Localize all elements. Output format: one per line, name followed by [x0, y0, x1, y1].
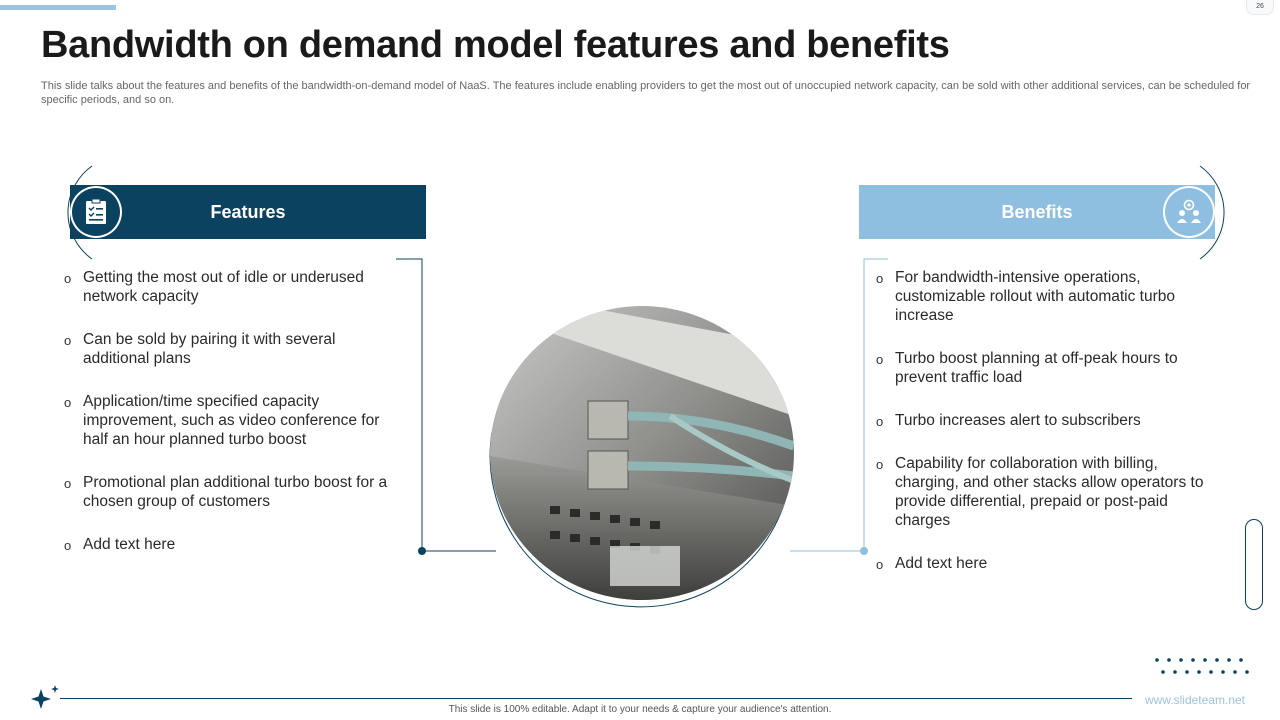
- list-item: o Getting the most out of idle or underus…: [64, 268, 404, 306]
- list-item: o Application/time specified capacity imp…: [64, 392, 404, 449]
- list-item-text[interactable]: Add text here: [895, 555, 988, 572]
- decorative-pill: [1245, 519, 1263, 610]
- list-item-text: Promotional plan additional turbo boost …: [83, 474, 388, 510]
- features-header-label: Features: [210, 201, 286, 222]
- benefits-header: Benefits: [859, 185, 1215, 239]
- checklist-board-icon: [70, 186, 122, 238]
- bullet-icon: o: [876, 271, 884, 286]
- list-item: o For bandwidth-intensive operations, cus…: [876, 268, 1216, 325]
- list-item: o Can be sold by pairing it with several …: [64, 330, 404, 368]
- benefits-header-label: Benefits: [1001, 201, 1073, 222]
- bullet-icon: o: [876, 557, 884, 572]
- footer-website-link[interactable]: www.slideteam.net: [1144, 693, 1245, 707]
- list-item-text[interactable]: Add text here: [83, 536, 176, 553]
- top-accent-bar: [0, 5, 116, 10]
- decorative-dots: [1155, 658, 1249, 674]
- bullet-icon: o: [64, 476, 72, 491]
- list-item-text: Turbo boost planning at off-peak hours t…: [895, 350, 1178, 386]
- bullet-icon: o: [876, 457, 884, 472]
- list-item: o Promotional plan additional turbo boost…: [64, 473, 404, 511]
- list-item: o Capability for collaboration with billi…: [876, 454, 1216, 530]
- list-item: o Turbo increases alert to subscribers: [876, 411, 1216, 430]
- page-title: Bandwidth on demand model features and b…: [41, 24, 950, 66]
- page-subtitle: This slide talks about the features and …: [41, 80, 1251, 106]
- list-item[interactable]: o Add text here: [876, 554, 1216, 573]
- list-item-text: Getting the most out of idle or underuse…: [83, 269, 364, 305]
- sparkle-star-icon: [31, 685, 59, 709]
- list-item[interactable]: o Add text here: [64, 535, 404, 554]
- list-item: o Turbo boost planning at off-peak hours …: [876, 349, 1216, 387]
- bullet-icon: o: [64, 538, 72, 553]
- page-number: 26: [1246, 0, 1274, 15]
- list-item-text: Turbo increases alert to subscribers: [895, 412, 1141, 429]
- list-item-text: For bandwidth-intensive operations, cust…: [895, 269, 1175, 324]
- benefits-list: o For bandwidth-intensive operations, cus…: [876, 268, 1216, 597]
- list-item-text: Capability for collaboration with billin…: [895, 455, 1204, 529]
- bullet-icon: o: [876, 414, 884, 429]
- footer-divider: [60, 698, 1132, 699]
- list-item-text: Can be sold by pairing it with several a…: [83, 331, 336, 367]
- list-item-text: Application/time specified capacity impr…: [83, 393, 380, 448]
- bullet-icon: o: [64, 395, 72, 410]
- team-settings-icon: [1163, 186, 1215, 238]
- features-header: Features: [70, 185, 426, 239]
- bullet-icon: o: [64, 333, 72, 348]
- bullet-icon: o: [876, 352, 884, 367]
- network-cables-photo: [490, 306, 794, 600]
- bullet-icon: o: [64, 271, 72, 286]
- features-list: o Getting the most out of idle or underus…: [64, 268, 404, 578]
- footer-note: This slide is 100% editable. Adapt it to…: [448, 704, 832, 715]
